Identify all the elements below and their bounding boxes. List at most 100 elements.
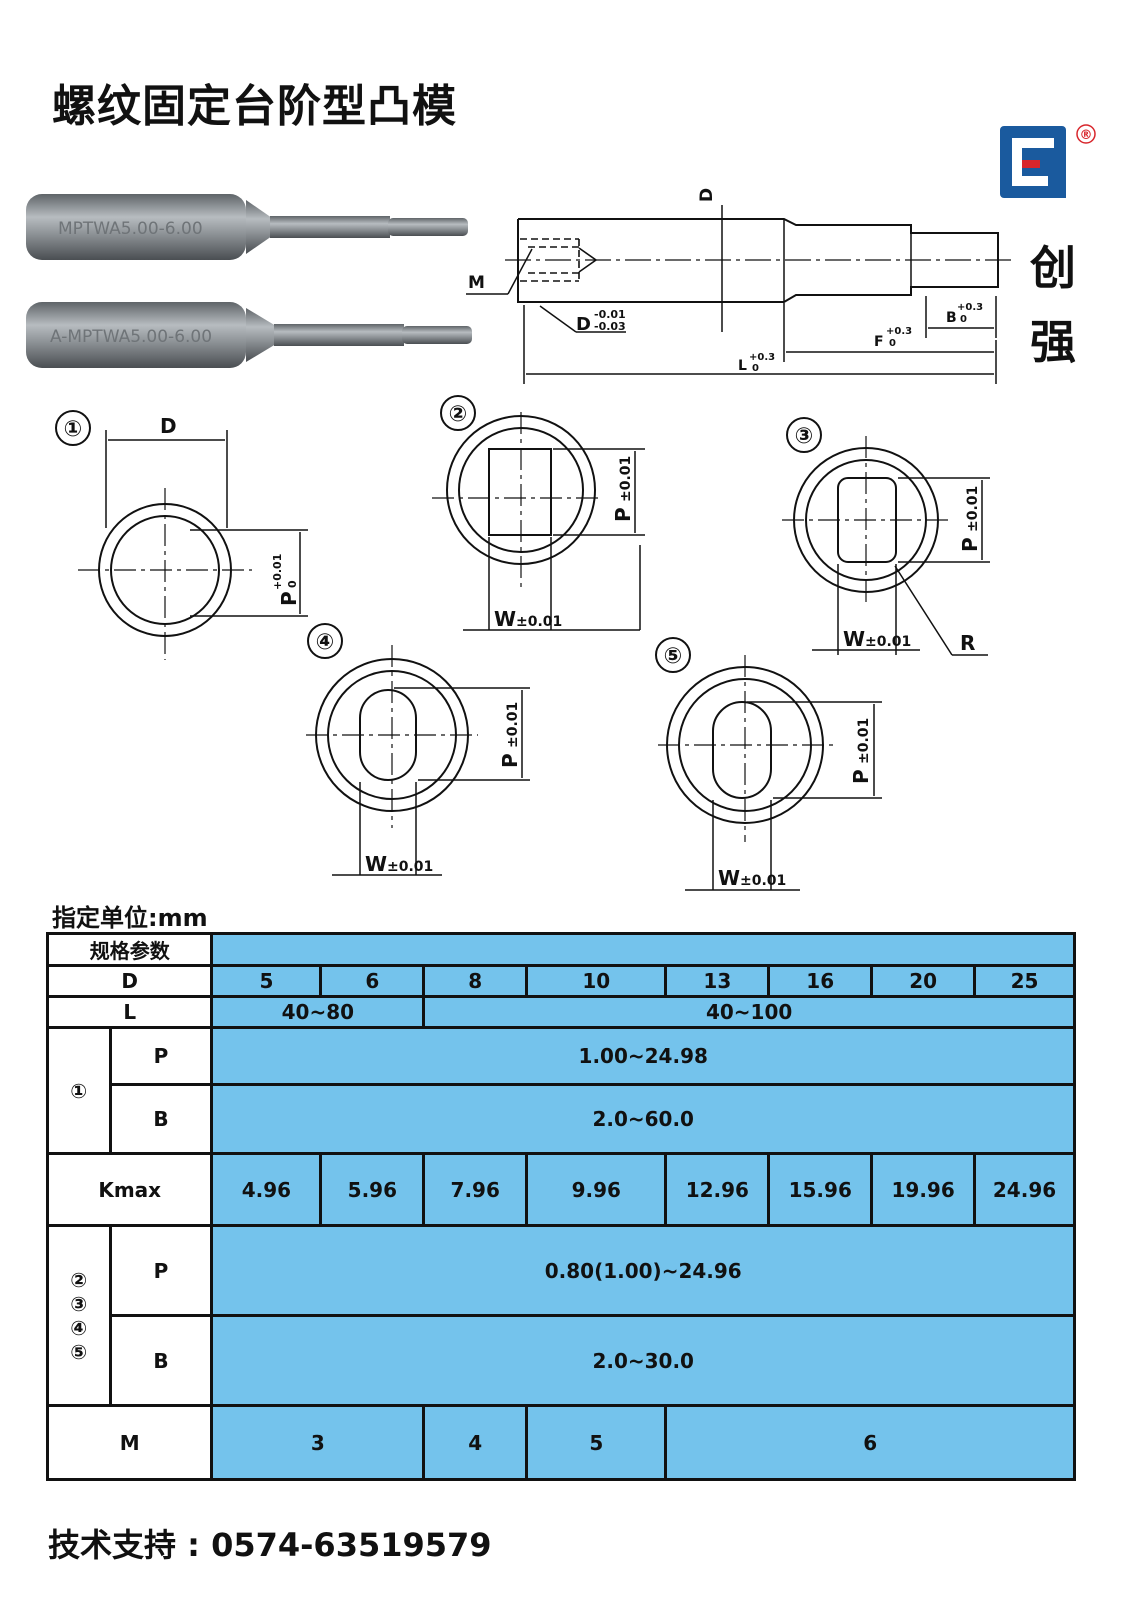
- brand-logo-icon: [1000, 126, 1066, 198]
- shape-1-d-label: D: [160, 414, 177, 438]
- kmax-value-cell: 4.96: [210, 1152, 323, 1227]
- registered-mark: ®: [1080, 128, 1093, 143]
- brand-logo: ®: [1000, 122, 1100, 206]
- punch-photo: MPTWA5.00-6.00 A-MPTWA5.00-6.00: [22, 180, 482, 384]
- table-row-d: D 5 6 8 10 13 16 20 25: [45, 964, 1076, 998]
- shape-3-num: ③: [795, 424, 814, 449]
- group1-p-label: P: [108, 1026, 214, 1086]
- side-f-tol-upper: +0.3: [886, 326, 912, 337]
- d-value-cell: 8: [422, 964, 529, 998]
- brand-char-2: 强: [1030, 315, 1076, 369]
- group2-p-label: P: [108, 1224, 214, 1317]
- shape-4-obround: ④ P ±0.01 W ±0.01: [306, 623, 530, 876]
- side-view: [466, 205, 1016, 384]
- shape-3-w-label: W: [843, 627, 865, 651]
- technical-drawing: D M D -0.01 -0.03 B +0.3 0 F +0.3 0 L +0…: [55, 188, 1016, 891]
- m-label-cell: M: [45, 1404, 214, 1481]
- shape-5-obround: ⑤ P ±0.01 W ±0.01: [655, 637, 882, 891]
- shape-5-w-tol: ±0.01: [740, 873, 786, 889]
- shape-4-w-tol: ±0.01: [387, 859, 433, 875]
- l-label-cell: L: [45, 995, 214, 1029]
- shape-3-w-tol: ±0.01: [865, 634, 911, 650]
- shape-3-rounded-rect: ③ P ±0.01 W ±0.01 R: [782, 417, 990, 656]
- kmax-value-cell: 24.96: [973, 1152, 1076, 1227]
- shape-2-square: ② P ±0.01 W ±0.01: [432, 395, 645, 631]
- side-d-tol-upper: -0.01: [594, 308, 626, 321]
- shape-5-w-label: W: [718, 866, 740, 890]
- spec-header-cell: 规格参数: [45, 932, 214, 967]
- shape-1-p-tol-upper: +0.01: [271, 554, 284, 590]
- side-l-tol-upper: +0.3: [749, 352, 775, 363]
- m-value-cell: 6: [664, 1404, 1076, 1481]
- side-f-label: F: [874, 334, 884, 350]
- shape-3-p-label: P: [958, 537, 982, 552]
- group2-label: ④: [70, 1315, 88, 1340]
- shape-1-num: ①: [64, 417, 83, 442]
- l-value-cell: 40~100: [422, 995, 1076, 1029]
- m-value-cell: 5: [525, 1404, 668, 1481]
- shape-1-p-tol-lower: 0: [286, 580, 299, 588]
- punch-pin-2: A-MPTWA5.00-6.00: [26, 302, 472, 368]
- shape-2-w-label: W: [494, 607, 516, 631]
- table-row-group1-b: B 2.0~60.0: [48, 1083, 1076, 1155]
- table-row-l: L 40~80 40~100: [45, 995, 1076, 1029]
- shape-5-p-tol: ±0.01: [856, 718, 872, 764]
- group2-p-value: 0.80(1.00)~24.96: [210, 1224, 1076, 1317]
- pin-1-marking: MPTWA5.00-6.00: [58, 219, 203, 239]
- side-d-label: D: [697, 188, 717, 202]
- group2-b-value: 2.0~30.0: [210, 1314, 1076, 1407]
- unit-label: 指定单位:mm: [52, 904, 208, 932]
- l-value-cell: 40~80: [210, 995, 426, 1029]
- side-b-tol-lower: 0: [960, 314, 967, 325]
- brand-char-1: 创: [1030, 241, 1076, 295]
- side-m-label: M: [468, 273, 485, 293]
- d-value-cell: 25: [973, 964, 1076, 998]
- shape-1-p-label: P: [277, 591, 301, 606]
- kmax-value-cell: 9.96: [525, 1152, 668, 1227]
- shape-4-p-label: P: [498, 753, 522, 768]
- side-l-label: L: [738, 358, 747, 374]
- side-f-tol-lower: 0: [889, 338, 896, 349]
- shape-5-p-label: P: [849, 769, 873, 784]
- page-title: 螺纹固定台阶型凸模: [52, 81, 457, 132]
- shape-4-p-tol: ±0.01: [505, 702, 521, 748]
- d-label-cell: D: [45, 964, 214, 998]
- group1-b-value: 2.0~60.0: [210, 1083, 1076, 1155]
- shape-5-num: ⑤: [664, 644, 683, 669]
- d-value-cell: 6: [319, 964, 426, 998]
- d-value-cell: 13: [664, 964, 771, 998]
- kmax-label-cell: Kmax: [45, 1152, 214, 1227]
- shape-4-w-label: W: [365, 852, 387, 876]
- d-value-cell: 10: [525, 964, 668, 998]
- shape-2-p-label: P: [611, 507, 635, 522]
- m-value-cell: 4: [422, 1404, 529, 1481]
- d-value-cell: 5: [210, 964, 323, 998]
- group2-label: ⑤: [70, 1339, 88, 1364]
- side-b-tol-upper: +0.3: [957, 302, 983, 313]
- group2-label-cell: ② ③ ④ ⑤: [46, 1224, 112, 1407]
- d-value-cell: 16: [767, 964, 874, 998]
- m-value-cell: 3: [210, 1404, 426, 1481]
- group1-label-cell: ①: [46, 1026, 112, 1155]
- kmax-value-cell: 12.96: [664, 1152, 771, 1227]
- table-row-group2-b: B 2.0~30.0: [48, 1314, 1076, 1407]
- table-row-m: M 3 4 5 6: [45, 1404, 1076, 1481]
- spec-table: 规格参数 D 5 6 8 10 13 16 20 25 L 40~80 40~1…: [45, 932, 1076, 1481]
- group2-b-label: B: [108, 1314, 214, 1407]
- table-row-group2-p: ② ③ ④ ⑤ P 0.80(1.00)~24.96: [46, 1224, 1076, 1407]
- shape-3-r-label: R: [960, 631, 975, 655]
- side-d-tol-label: D: [576, 314, 591, 335]
- shape-2-num: ②: [449, 402, 468, 427]
- side-l-tol-lower: 0: [752, 363, 759, 374]
- shape-4-num: ④: [316, 630, 335, 655]
- table-row-spec-header: 规格参数: [45, 932, 1076, 967]
- kmax-value-cell: 7.96: [422, 1152, 529, 1227]
- group1-p-value: 1.00~24.98: [210, 1026, 1076, 1086]
- spec-header-fill: [210, 932, 1076, 967]
- table-row-kmax: Kmax 4.96 5.96 7.96 9.96 12.96 15.96 19.…: [45, 1152, 1076, 1227]
- shape-1-round: ① D P +0.01 0: [55, 410, 308, 660]
- kmax-value-cell: 19.96: [870, 1152, 977, 1227]
- side-d-tol-lower: -0.03: [594, 320, 626, 333]
- group1-b-label: B: [108, 1083, 214, 1155]
- shape-3-p-tol: ±0.01: [965, 486, 981, 532]
